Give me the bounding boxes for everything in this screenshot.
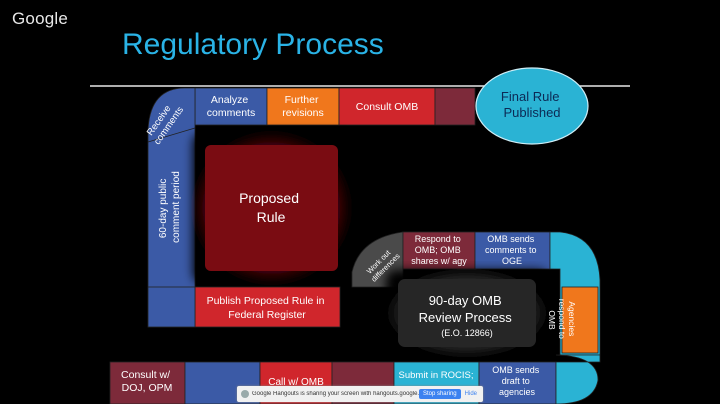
- proposed-rule-box: [205, 145, 338, 271]
- omb-sends-draft-label: OMB sends draft to agencies: [492, 365, 542, 397]
- slide-title: Regulatory Process: [122, 28, 384, 61]
- consult-omb-step: [338, 87, 436, 126]
- hide-button[interactable]: Hide: [464, 391, 477, 397]
- final-rule-label: Final Rule Published: [501, 89, 563, 120]
- respond-to-omb-step: [402, 231, 476, 270]
- review-process-label: 90-day OMB Review Process (E.O. 12866): [419, 293, 516, 338]
- bottom-blue-step: [184, 361, 261, 404]
- submit-rocis-label: Submit in ROCIS;: [399, 370, 474, 381]
- hangouts-icon: [241, 390, 249, 398]
- final-rule-node: [475, 67, 589, 145]
- omb-sends-draft-step: [478, 361, 557, 404]
- consult-doj-opm-label: Consult w/ DOJ, OPM: [121, 369, 173, 394]
- google-logo: Google: [12, 9, 69, 28]
- consult-doj-opm-step: [109, 361, 186, 404]
- proposed-rule-label: Proposed Rule: [239, 190, 303, 225]
- consult-omb-label: Consult OMB: [356, 101, 418, 113]
- share-message: Google Hangouts is sharing your screen w…: [252, 391, 419, 397]
- omb-sends-comments-label: OMB sends comments to OGE: [485, 234, 539, 266]
- omb-sends-comments-step: [474, 231, 551, 270]
- analyze-comments-label: Analyze comments: [207, 94, 255, 119]
- review-process-box: [398, 279, 536, 347]
- screen-share-notification: Google Hangouts is sharing your screen w…: [237, 386, 483, 402]
- analyze-comments-step: [194, 87, 268, 126]
- upper-maroon-step: [434, 87, 476, 126]
- left-track-divider: [147, 127, 196, 143]
- agencies-respond-label: Agencies respond to OMB: [547, 299, 577, 342]
- bottom-right-curve: [555, 354, 601, 404]
- publish-left-track: [147, 286, 196, 328]
- agencies-respond-step: [561, 286, 599, 354]
- publish-proposed-rule-step: [194, 286, 341, 328]
- stop-sharing-button[interactable]: Stop sharing: [418, 389, 461, 399]
- publish-proposed-rule-label: Publish Proposed Rule in Federal Registe…: [207, 295, 328, 321]
- public-comment-period-label: 60-day public comment period: [158, 171, 182, 243]
- further-revisions-label: Further revisions: [282, 94, 323, 119]
- respond-to-omb-label: Respond to OMB; OMB shares w/ agy: [411, 234, 467, 266]
- call-omb-label: Call w/ OMB: [268, 377, 324, 388]
